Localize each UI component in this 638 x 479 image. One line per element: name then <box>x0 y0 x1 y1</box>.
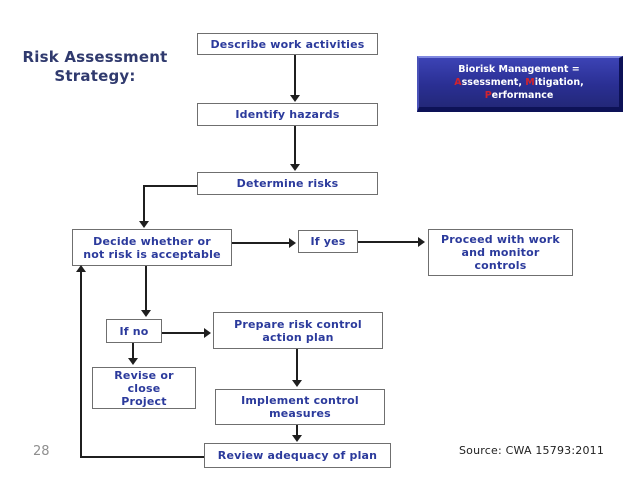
callout-letter-m: M <box>525 77 535 88</box>
callout-word-assessment: ssessment, <box>461 77 526 88</box>
flow-node-implement-controls: Implement control measures <box>215 389 385 425</box>
flow-node-identify-hazards: Identify hazards <box>197 103 378 126</box>
callout-word-mitigation: itigation, <box>534 77 584 88</box>
arrowhead-down-icon <box>292 435 302 442</box>
arrowhead-down-icon <box>290 164 300 171</box>
flow-node-if-yes: If yes <box>298 230 358 253</box>
callout-letter-a: A <box>454 77 462 88</box>
slide-title: Risk Assessment Strategy: <box>22 48 168 85</box>
flow-node-decide-risk-acceptable: Decide whether or not risk is acceptable <box>72 229 232 266</box>
arrowhead-right-icon <box>204 328 211 338</box>
flow-node-if-no: If no <box>106 319 162 343</box>
callout-word-performance: erformance <box>491 90 554 101</box>
biorisk-callout-line2: Assessment, Mitigation, Performance <box>419 76 619 102</box>
arrowhead-down-icon <box>141 310 151 317</box>
arrowhead-up-icon <box>76 265 86 272</box>
arrowhead-down-icon <box>139 221 149 228</box>
flow-node-describe-work-activities: Describe work activities <box>197 33 378 55</box>
flow-node-revise-or-close-project: Revise or close Project <box>92 367 196 409</box>
arrowhead-right-icon <box>289 238 296 248</box>
biorisk-callout-line1: Biorisk Management = <box>458 64 580 75</box>
source-note: Source: CWA 15793:2011 <box>459 444 605 457</box>
page-number: 28 <box>33 444 50 459</box>
flow-node-proceed-with-work: Proceed with work and monitor controls <box>428 229 573 276</box>
arrowhead-down-icon <box>292 380 302 387</box>
arrowhead-down-icon <box>290 95 300 102</box>
arrowhead-down-icon <box>128 358 138 365</box>
flow-node-prepare-action-plan: Prepare risk control action plan <box>213 312 383 349</box>
callout-letter-p: P <box>484 90 492 101</box>
flow-node-determine-risks: Determine risks <box>197 172 378 195</box>
flow-node-review-adequacy: Review adequacy of plan <box>204 443 391 468</box>
arrowhead-right-icon <box>418 237 425 247</box>
biorisk-callout: Biorisk Management = Assessment, Mitigat… <box>417 56 623 112</box>
